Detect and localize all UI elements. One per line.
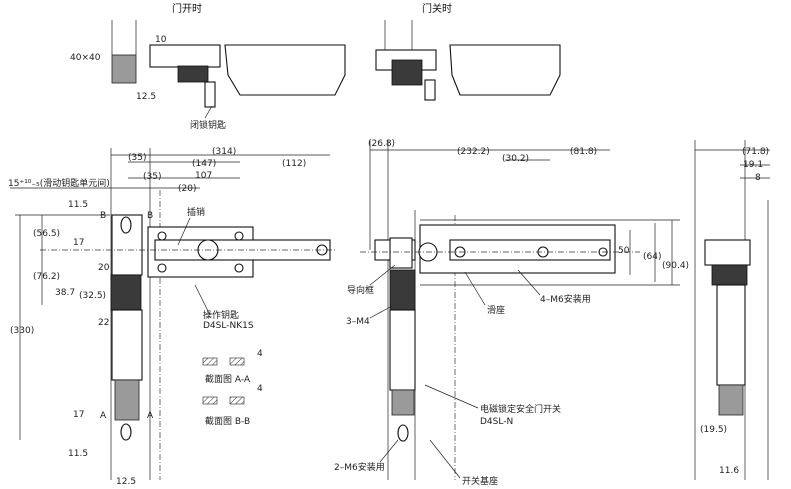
label-switch-name: 电磁锁定安全门开关 xyxy=(480,403,561,415)
dim-90-4: (90.4) xyxy=(662,261,689,271)
dim-81-8: (81.8) xyxy=(570,147,597,157)
side-view: (71.8) 19.1 8 (19.5) 11.6 xyxy=(694,140,770,480)
label-3-m4: 3–M4 xyxy=(346,317,370,327)
dim-12-5-bottom: 12.5 xyxy=(116,477,136,487)
dim-11-5-top: 11.5 xyxy=(68,200,88,210)
dim-32-5: (32.5) xyxy=(79,291,106,301)
label-lock-key: 闭锁钥匙 xyxy=(190,119,226,131)
dim-11-5-bottom: 11.5 xyxy=(68,449,88,459)
dim-10: 10 xyxy=(155,35,167,45)
dim-35a: (35) xyxy=(128,153,146,163)
dim-12-5: 12.5 xyxy=(136,92,156,102)
dim-112: (112) xyxy=(282,159,306,169)
dim-11-6: 11.6 xyxy=(719,466,739,476)
closed-view: (26.8) (232.2) (30.2) (81.8) 50 (64) (90… xyxy=(334,139,689,487)
dim-56-5: (56.5) xyxy=(33,229,60,239)
dim-17-top: 17 xyxy=(73,238,84,248)
label-pin: 插销 xyxy=(187,206,205,218)
top-view-door-open: 门开时 40×40 10 12.5 闭锁钥匙 xyxy=(70,2,346,131)
label-2-m6-mount: 2–M6安装用 xyxy=(334,461,385,473)
dim-35b: (35) xyxy=(143,172,161,182)
dim-19-5: (19.5) xyxy=(700,425,727,435)
mark-a-right: A xyxy=(147,411,154,421)
label-operating-key: 操作钥匙 xyxy=(203,309,239,321)
dim-50: 50 xyxy=(618,246,630,256)
dim-64: (64) xyxy=(643,252,661,262)
dim-71-8: (71.8) xyxy=(742,147,769,157)
mark-b-right: B xyxy=(147,211,153,221)
dim-147: (147) xyxy=(192,159,216,169)
tolerance-label: 15⁺¹⁰₋₅(滑动钥匙单元间) xyxy=(8,177,110,189)
dim-20: (20) xyxy=(178,184,196,194)
section-bb-label: 截面图 B-B xyxy=(205,415,250,427)
dim-107: 107 xyxy=(195,171,212,181)
dim-38-7: 38.7 xyxy=(55,288,75,298)
label-operating-key-model: D4SL-NK1S xyxy=(203,321,254,331)
section-dim-4a: 4 xyxy=(257,349,263,359)
title-door-open: 门开时 xyxy=(172,2,202,15)
label-guide-frame: 导向框 xyxy=(347,284,374,296)
front-view: (314) (35) (147) (112) (35) 107 (20) 15⁺… xyxy=(8,147,335,487)
dim-76-2: (76.2) xyxy=(33,272,60,282)
title-door-closed: 门关时 xyxy=(422,2,452,15)
label-switch-model: D4SL-N xyxy=(480,417,513,427)
dim-330: (330) xyxy=(10,326,34,336)
label-switch-base: 开关基座 xyxy=(462,475,498,487)
dim-232-2: (232.2) xyxy=(457,147,490,157)
dim-17-bottom: 17 xyxy=(73,410,84,420)
top-view-door-closed: 门关时 xyxy=(375,2,561,101)
mark-b-left: B xyxy=(100,211,106,221)
dim-19-1: 19.1 xyxy=(743,160,763,170)
dim-26-8: (26.8) xyxy=(368,139,395,149)
dim-30-2: (30.2) xyxy=(502,154,529,164)
section-dim-4b: 4 xyxy=(257,384,263,394)
dim-8: 8 xyxy=(755,173,761,183)
label-slide-base: 滑座 xyxy=(487,304,505,316)
dim-314: (314) xyxy=(212,147,236,157)
label-4-m6-mount: 4–M6安装用 xyxy=(540,293,591,305)
dim-22: 22 xyxy=(98,318,109,328)
dim-20b: 20 xyxy=(98,263,110,273)
dim-frame-size: 40×40 xyxy=(70,53,101,63)
section-aa-label: 截面图 A-A xyxy=(205,373,251,385)
mark-a-left: A xyxy=(100,411,107,421)
